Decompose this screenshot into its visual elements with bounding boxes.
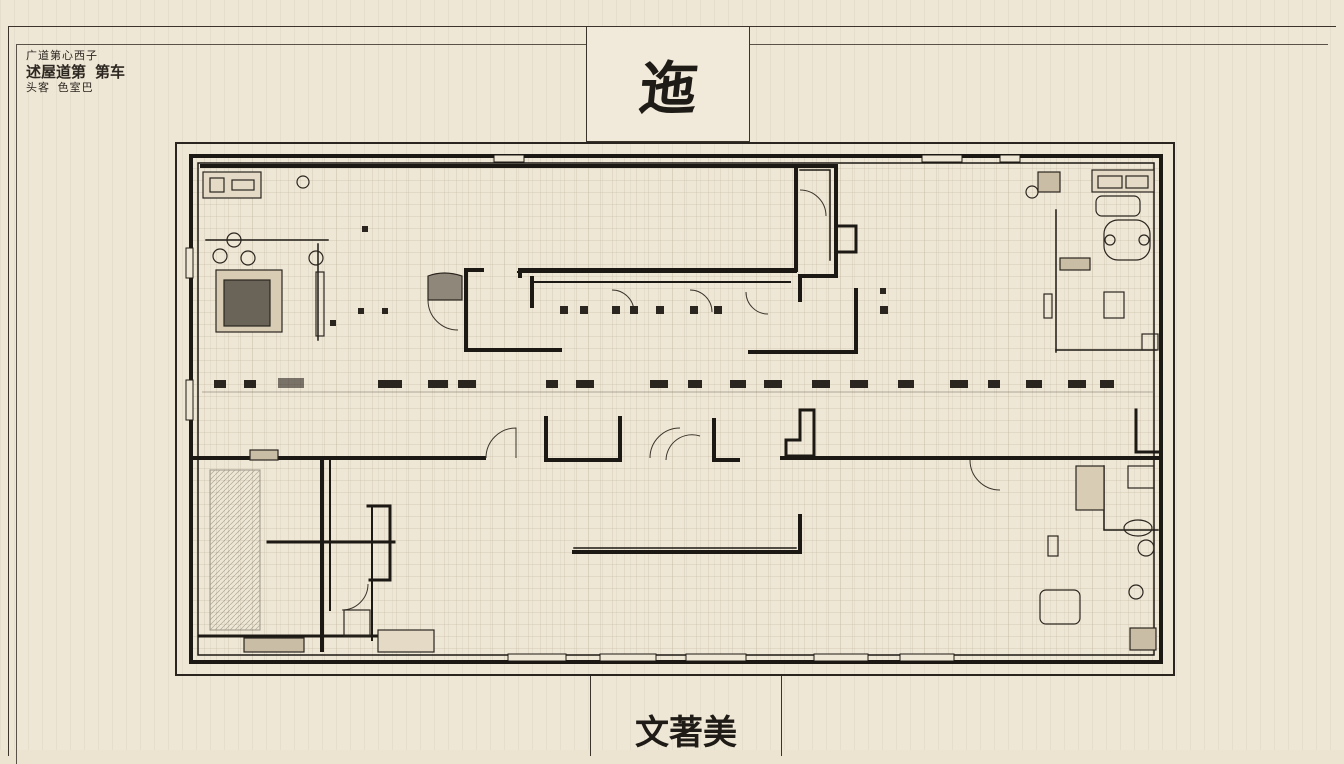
plan-frame [175, 142, 1175, 676]
legend-line: 述屋道第 第车 [26, 63, 126, 81]
wall-openings [185, 154, 1021, 662]
furniture [202, 169, 1159, 653]
interior-walls [192, 164, 1162, 652]
legend-line: 头客 色室巴 [26, 81, 94, 94]
legend-line: 广道第心西子 [26, 49, 98, 62]
annotation-marks [214, 226, 1114, 388]
title-block: 迤 [586, 26, 750, 142]
footer-label-block: 文著美 [590, 676, 782, 756]
footer-label: 文著美 [635, 712, 737, 753]
legend-block: 广道第心西子 述屋道第 第车 头客 色室巴 [26, 50, 176, 94]
